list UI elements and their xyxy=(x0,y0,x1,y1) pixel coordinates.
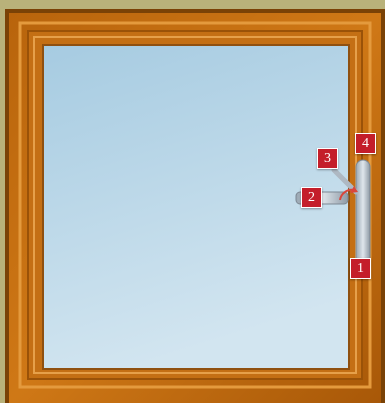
handle-bar xyxy=(356,160,370,272)
marker-1[interactable]: 1 xyxy=(350,258,371,279)
marker-2[interactable]: 2 xyxy=(301,187,322,208)
marker-3[interactable]: 3 xyxy=(317,148,338,169)
marker-4[interactable]: 4 xyxy=(355,133,376,154)
